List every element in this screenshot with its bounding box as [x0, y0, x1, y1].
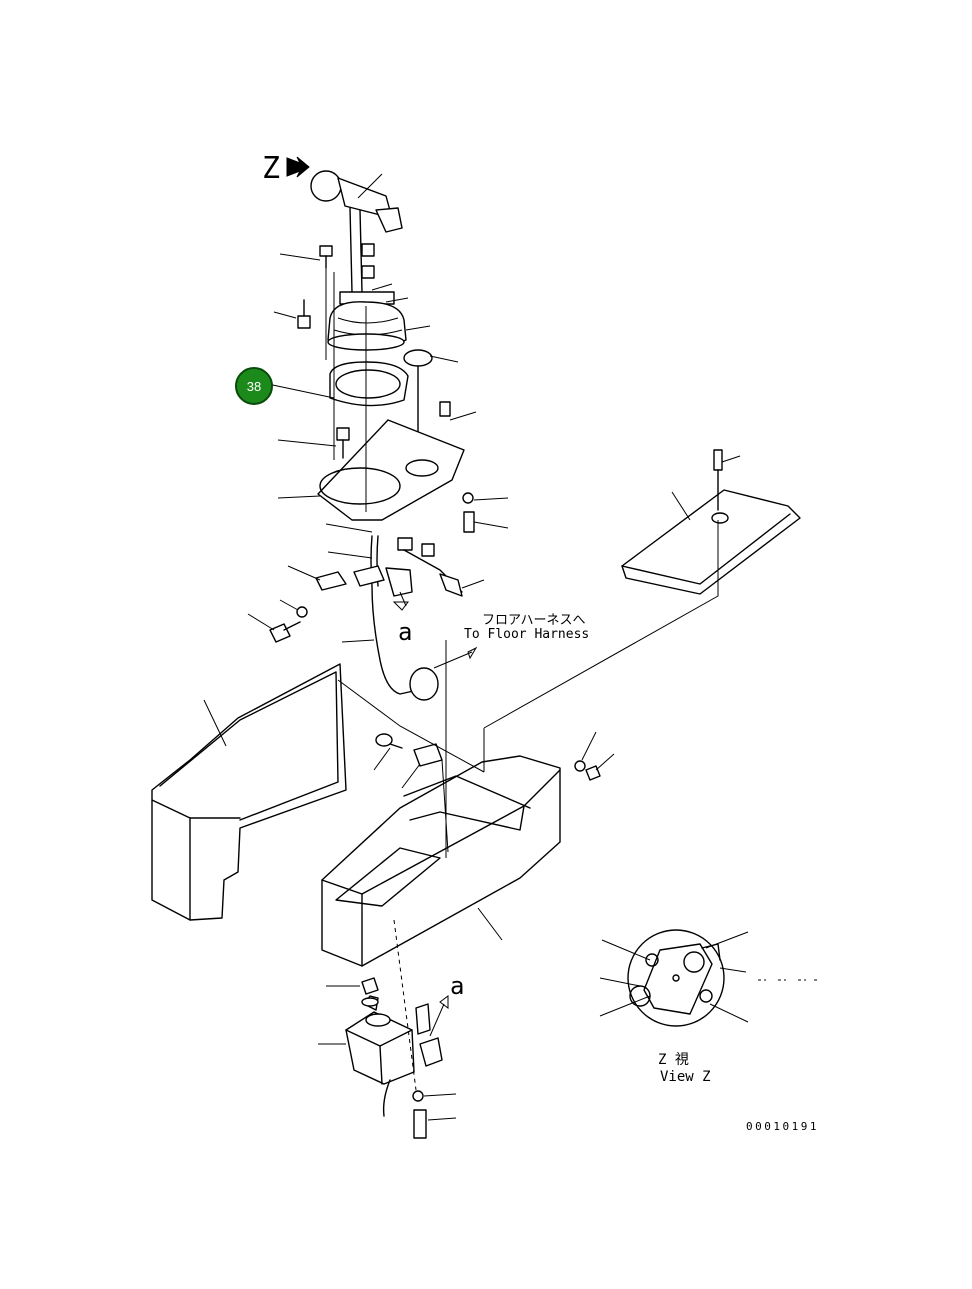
bolt-mid	[336, 427, 350, 459]
leader-lines	[203, 173, 749, 1121]
screw	[463, 511, 475, 533]
floor-harness-label-en: To Floor Harness	[464, 627, 589, 642]
console-box	[321, 755, 561, 967]
connector-label-a-upper: a	[398, 618, 412, 646]
cover-panel-right	[621, 449, 801, 595]
washer-console	[574, 760, 586, 772]
clip-bracket	[315, 565, 385, 591]
floor-harness-label-ja: フロアハーネスへ	[482, 613, 585, 628]
view-arrow-icon	[286, 156, 310, 178]
rotary-switch	[403, 349, 451, 457]
nut-valve	[361, 977, 379, 1007]
pilot-valve	[345, 995, 443, 1117]
control-lever	[310, 170, 403, 293]
bolt-lower	[269, 621, 301, 643]
wiring-harness	[370, 535, 463, 701]
washer	[462, 492, 474, 504]
callout-38-number: 38	[247, 379, 261, 394]
connector-label-a-lower: a	[450, 972, 464, 1000]
cover-panel-left	[151, 663, 347, 921]
view-z-detail	[627, 929, 725, 1027]
view-z-label-en: View Z	[660, 1069, 711, 1085]
gasket-ring	[329, 361, 409, 407]
view-marker-z: Z	[262, 151, 280, 186]
washer-valve	[412, 1090, 424, 1102]
mounting-plate	[317, 419, 465, 521]
bolt-side	[297, 299, 311, 329]
washer-small	[296, 606, 308, 618]
bolt-valve	[413, 1109, 427, 1139]
bolt-upper	[319, 245, 333, 269]
grommet-left	[375, 733, 403, 749]
drawing-number: 00010191	[746, 1120, 819, 1133]
callout-38[interactable]: 38	[235, 367, 273, 405]
connector-clip	[413, 743, 443, 767]
bracket-valve	[415, 1003, 431, 1035]
view-z-label-ja: Z 視	[658, 1052, 689, 1068]
